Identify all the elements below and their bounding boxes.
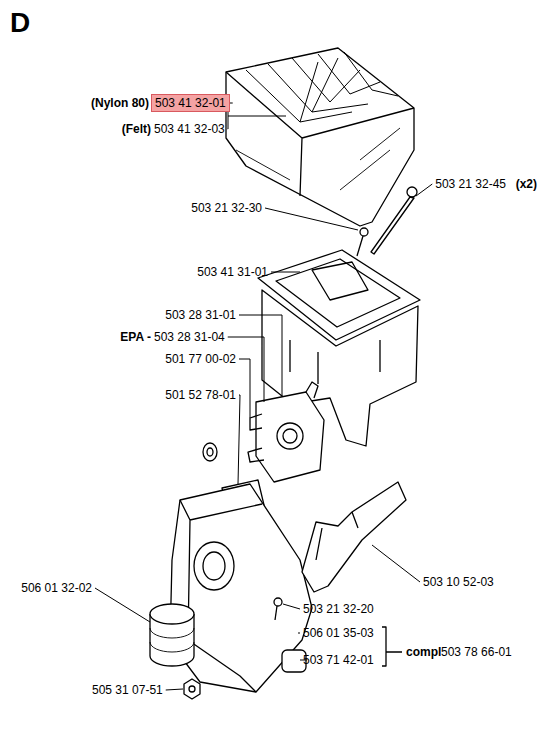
- part-number: 503 28 31-04: [154, 330, 225, 344]
- part-number: 503 41 31-01: [197, 265, 268, 279]
- part-number: 503 21 32-45: [435, 177, 506, 191]
- carburetor-bore: [277, 423, 303, 449]
- part-number: 503 28 31-01: [165, 308, 236, 322]
- kit-bracket: [382, 627, 402, 666]
- leader-line: [265, 208, 358, 230]
- small-screw-shank: [357, 236, 363, 256]
- housing-screw-head: [274, 598, 282, 606]
- part-number: 506 01 35-03: [303, 626, 374, 640]
- part-number: 503 41 32-03: [154, 122, 225, 136]
- section-letter: D: [10, 8, 30, 38]
- carburetor-bore-inner: [283, 429, 297, 443]
- small-screw-head: [360, 228, 368, 236]
- nut-hole: [189, 686, 195, 692]
- part-number: 503 21 32-20: [303, 602, 374, 616]
- rubber-boot-top: [150, 604, 194, 624]
- filter-side-ribs: [236, 128, 400, 190]
- leader-line: [239, 359, 250, 418]
- part-number: (x2): [516, 177, 537, 191]
- leader-line: [239, 315, 282, 396]
- leader-line: [166, 689, 183, 690]
- housing-port-inner: [203, 552, 225, 580]
- leader-line: [283, 604, 300, 609]
- housing-port: [194, 542, 234, 590]
- filter-holder-inner: [276, 259, 400, 327]
- long-screw-head: [407, 187, 417, 197]
- highlight-box: 503 41 32-01: [151, 94, 230, 112]
- plug: [282, 650, 306, 672]
- carburetor: [256, 392, 324, 482]
- small-spacer-hole: [207, 448, 213, 456]
- air-filter: [226, 48, 414, 226]
- leader-line: [298, 633, 300, 634]
- part-number: 503 78 66-01: [441, 645, 512, 659]
- choke-lever: [302, 482, 406, 592]
- leader-line: [372, 545, 420, 582]
- part-number: (Nylon 80): [91, 96, 149, 110]
- housing-screw-shank: [275, 606, 277, 620]
- part-number: 505 31 07-51: [92, 683, 163, 697]
- part-number: 503 41 32-01: [155, 96, 226, 110]
- part-number: compl: [406, 645, 441, 659]
- leader-line: [228, 116, 286, 117]
- lever-detail: [316, 512, 358, 560]
- part-number: 501 77 00-02: [165, 352, 236, 366]
- part-number: 503 21 32-30: [191, 201, 262, 215]
- leader-line: [271, 272, 300, 273]
- leader-line: [95, 588, 150, 622]
- part-number: (Felt): [122, 122, 151, 136]
- housing-edge: [180, 500, 262, 692]
- part-number: 501 52 78-01: [165, 388, 236, 402]
- leader-line: [416, 184, 432, 196]
- holder-channel: [290, 262, 380, 384]
- carburetor-detail: [248, 382, 318, 462]
- part-number: 506 01 32-02: [21, 581, 92, 595]
- filter-pleats: [246, 52, 398, 122]
- boot-ridges: [150, 628, 194, 652]
- part-number: 503 71 42-01: [303, 653, 374, 667]
- long-screw-shank: [371, 197, 414, 254]
- leader-line: [238, 395, 240, 484]
- small-spacer: [203, 443, 217, 461]
- nut: [184, 679, 200, 699]
- part-number: EPA -: [120, 330, 151, 344]
- part-number: 503 10 52-03: [423, 575, 494, 589]
